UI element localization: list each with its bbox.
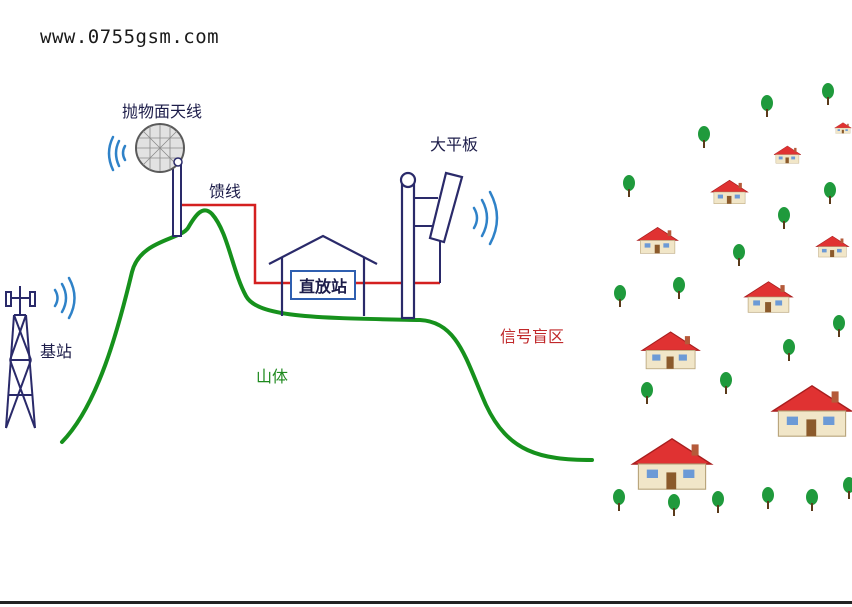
house-icon: [773, 145, 802, 164]
base-station-label: 基站: [40, 342, 73, 361]
repeater-building: [268, 234, 378, 316]
panel-antenna-icon: [399, 171, 464, 320]
parabolic-antenna-icon: [135, 123, 185, 237]
tree-icon: [614, 285, 626, 307]
tree-icon: [822, 83, 834, 105]
tree-icon: [613, 489, 625, 511]
mountain-outline: [60, 208, 594, 462]
repeater-label: 直放站: [290, 270, 356, 300]
blind-area-village: [632, 122, 852, 490]
tree-icon: [673, 277, 685, 299]
tree-icon: [783, 339, 795, 361]
house-icon: [710, 179, 749, 205]
tree-icon: [712, 491, 724, 513]
tree-icon: [843, 477, 852, 499]
signal-wave-icon: [107, 135, 127, 172]
blind-area-trees: [613, 83, 852, 516]
tree-icon: [641, 382, 653, 404]
house-icon: [834, 122, 852, 134]
house-icon: [744, 281, 793, 313]
tree-icon: [698, 126, 710, 148]
signal-wave-icon: [472, 190, 499, 246]
tree-icon: [824, 182, 836, 204]
feeder-label: 馈线: [209, 182, 242, 201]
tree-icon: [668, 494, 680, 516]
blind-area-label: 信号盲区: [500, 327, 565, 346]
tree-icon: [762, 487, 774, 509]
tree-icon: [733, 244, 745, 266]
tree-icon: [720, 372, 732, 394]
tree-icon: [761, 95, 773, 117]
house-icon: [632, 438, 712, 490]
tree-icon: [806, 489, 818, 511]
house-icon: [815, 235, 849, 258]
mountain-label: 山体: [256, 367, 289, 386]
bottom-divider: [0, 601, 852, 604]
signal-wave-icon: [53, 276, 76, 320]
base-station-tower-icon: [5, 286, 36, 429]
parabolic-antenna-label: 抛物面天线: [122, 102, 203, 121]
site-url: www.0755gsm.com: [40, 26, 220, 48]
panel-antenna-label: 大平板: [430, 135, 479, 154]
tree-icon: [623, 175, 635, 197]
house-icon: [641, 331, 700, 370]
tree-icon: [778, 207, 790, 229]
house-icon: [637, 227, 679, 254]
house-icon: [772, 385, 852, 437]
tree-icon: [833, 315, 845, 337]
